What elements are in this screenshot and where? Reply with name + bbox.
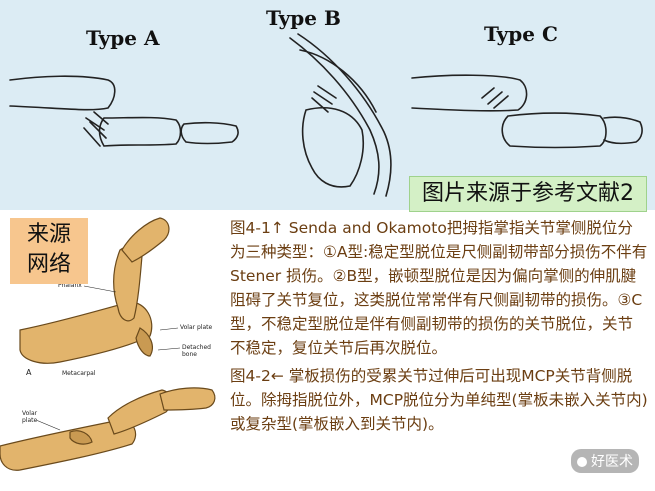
type-b-tendon-inner [297,33,392,197]
type-c-proximal-phalanx [501,112,607,149]
type-a-proximal-phalanx [98,116,182,147]
type-a-metacarpal [9,75,116,111]
source-badge-line2: 网络 [26,252,71,277]
network-source-badge: 来源 网络 [10,218,88,284]
type-c-metacarpal [411,74,528,112]
watermark-text: 好医术 [591,454,633,470]
type-diagram-drawing [9,33,643,197]
wechat-icon [577,457,587,467]
type-b-metacarpal [299,49,377,113]
source-badge-line1: 来源 [26,222,71,247]
type-a-ligament [83,111,109,147]
lower-volar-plate [69,430,93,445]
detached-bone-label: Detached bone [182,344,211,358]
upper-volar-plate [135,327,153,357]
figure-4-2-description: 图4-2← 掌板损伤的受累关节过伸后可出现MCP关节背侧脱位。除拇指脱位外，MC… [230,367,648,433]
volar-plate-label: Volar plate [180,324,213,331]
bone-illustration-panel: Phalanx Volar plate Detached bone A Meta… [0,210,225,491]
lower-volar-plate-label: Volar plate [22,410,38,424]
type-b-tendon-outer [289,37,380,195]
type-c-label: Type C [484,22,558,46]
metacarpal-label: Metacarpal [62,370,96,377]
upper-distal-phalanx [121,217,170,263]
phalanx-label: Phalanx [58,282,82,289]
lower-distal-phalanx [159,387,216,411]
type-a-label: Type A [86,26,160,50]
type-b-ligament [311,85,337,113]
figure-a-label: A [26,368,32,377]
upper-metacarpal-bone [19,301,153,364]
figure-4-1-description: 图4-1↑ Senda and Okamoto把拇指掌指关节掌侧脱位分为三种类型… [230,219,648,357]
bone-illustration-drawing [0,217,216,471]
watermark-badge: 好医术 [571,449,639,473]
type-b-phalanx [301,107,365,188]
type-b-label: Type B [266,6,341,30]
type-c-distal-phalanx [603,116,643,145]
type-diagram-panel: Type A Type B Type C 图片来源于参考文献2 [0,0,655,212]
type-a-distal-phalanx [180,121,239,145]
image-source-caption: 图片来源于参考文献2 [409,176,647,212]
type-c-ligament [481,87,509,109]
description-text: 图4-1↑ Senda and Okamoto把拇指掌指关节掌侧脱位分为三种类型… [230,216,648,440]
lower-metacarpal-bone [0,419,137,471]
